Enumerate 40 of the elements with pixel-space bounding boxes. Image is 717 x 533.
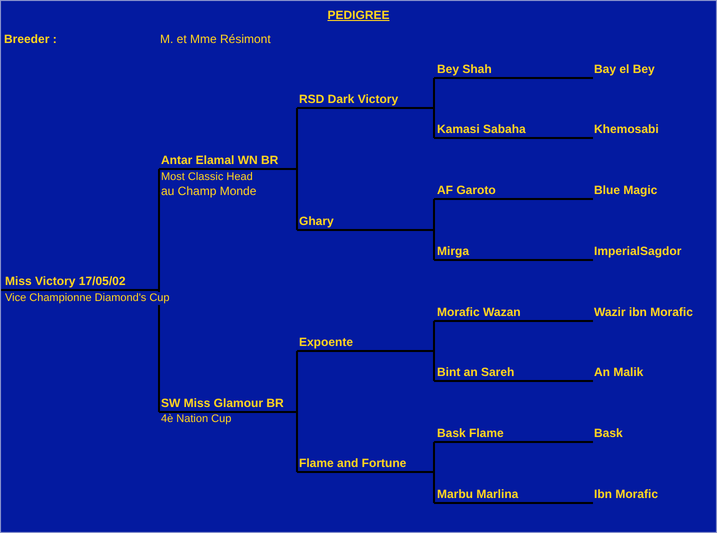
- connector-line: [433, 199, 435, 230]
- horse-name: Wazir ibn Morafic: [593, 305, 693, 320]
- horse-name: Bint an Sareh: [434, 365, 593, 382]
- connector-line: [433, 472, 435, 503]
- field-label: Breeder :: [4, 32, 57, 47]
- award-note: 4è Nation Cup: [161, 413, 232, 426]
- horse-name: Morafic Wazan: [434, 305, 593, 322]
- horse-name: Bay el Bey: [593, 62, 655, 77]
- connector-line: [296, 351, 298, 412]
- connector-line: [296, 412, 298, 472]
- connector-line: [433, 78, 435, 108]
- connector-line: [433, 351, 435, 381]
- horse-name: AF Garoto: [434, 183, 593, 200]
- horse-name: Expoente: [297, 335, 434, 352]
- horse-name: Blue Magic: [593, 183, 658, 198]
- connector-line: [433, 108, 435, 138]
- horse-name: Mirga: [434, 244, 593, 261]
- connector-line: [433, 230, 435, 260]
- connector-line: [158, 169, 160, 290]
- horse-name: Ghary: [297, 214, 434, 231]
- horse-name: Flame and Fortune: [297, 456, 434, 473]
- connector-line: [433, 321, 435, 351]
- horse-name: Bask: [593, 426, 623, 441]
- horse-name: An Malik: [593, 365, 644, 380]
- connector-line: [433, 442, 435, 472]
- horse-name: Ibn Morafic: [593, 487, 658, 502]
- connector-line: [296, 108, 298, 169]
- connector-line: [296, 169, 298, 230]
- horse-name: ImperialSagdor: [593, 244, 682, 259]
- horse-name: Marbu Marlina: [434, 487, 593, 504]
- award-note: Vice Championne Diamond's Cup: [5, 292, 171, 305]
- award-note: au Champ Monde: [161, 184, 258, 198]
- horse-name: RSD Dark Victory: [297, 92, 434, 109]
- horse-name: Bask Flame: [434, 426, 593, 443]
- title: PEDIGREE: [327, 8, 390, 23]
- horse-name: Kamasi Sabaha: [434, 122, 593, 139]
- breeder-name: M. et Mme Résimont: [160, 32, 271, 47]
- horse-name: Khemosabi: [593, 122, 659, 137]
- horse-name: Bey Shah: [434, 62, 593, 79]
- connector-line: [158, 290, 160, 412]
